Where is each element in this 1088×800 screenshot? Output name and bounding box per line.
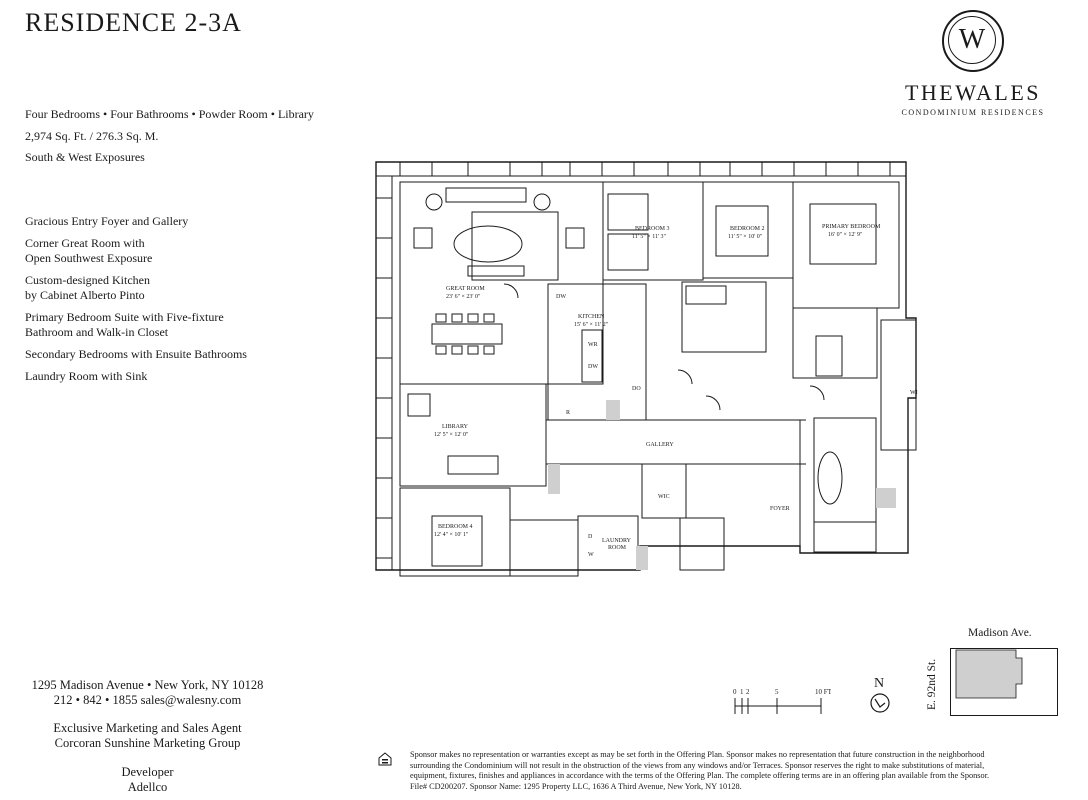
developer-block: Developer Adellco <box>121 765 174 794</box>
keymap-avenue-label: Madison Ave. <box>968 627 1032 639</box>
feature-item: Secondary Bedrooms with Ensuite Bathroom… <box>25 347 247 361</box>
equal-housing-icon <box>378 752 392 766</box>
appliance-w: W <box>588 552 594 558</box>
room-dims-bedroom3: 11' 5" × 11' 3" <box>632 234 667 240</box>
address: 1295 Madison Avenue • New York, NY 10128 <box>31 678 264 692</box>
appliance-r: R <box>566 410 570 416</box>
appliance-wr: WR <box>588 342 598 348</box>
room-label-wic: WIC <box>658 494 670 500</box>
svg-text:5: 5 <box>775 688 779 696</box>
phone-email[interactable]: 212 • 842 • 1855 sales@walesny.com <box>53 693 242 707</box>
room-label-kitchen: KITCHEN <box>578 314 605 320</box>
room-label-bedroom4: BEDROOM 4 <box>438 524 473 530</box>
room-label-bedroom2: BEDROOM 2 <box>730 226 765 232</box>
room-dims-kitchen: 15' 6" × 11' 2" <box>574 322 609 328</box>
contact-block: 1295 Madison Avenue • New York, NY 10128… <box>20 678 275 708</box>
room-dims-library: 12' 5" × 12' 0" <box>434 432 469 438</box>
room-label-great-room: GREAT ROOM <box>446 286 485 292</box>
appliance-d: D <box>588 534 593 540</box>
scale-bar: 0 1 2 5 10 FT <box>733 688 831 714</box>
brand-name: THEWALES <box>904 80 1042 105</box>
agent-block: Exclusive Marketing and Sales Agent Corc… <box>53 721 242 750</box>
room-label-laundry-2: ROOM <box>608 545 627 551</box>
floor-plan: GREAT ROOM 23' 6" × 23' 0" BEDROOM 3 11'… <box>375 161 918 577</box>
key-map <box>950 648 1058 716</box>
spec-exposure: South & West Exposures <box>25 150 145 164</box>
features-list: Gracious Entry Foyer and Gallery Corner … <box>25 214 325 391</box>
appliance-dw: DW <box>556 294 566 300</box>
spec-area: 2,974 Sq. Ft. / 276.3 Sq. M. <box>25 129 159 143</box>
svg-text:N: N <box>874 676 884 691</box>
svg-text:10 FT: 10 FT <box>815 688 831 696</box>
spec-rooms: Four Bedrooms • Four Bathrooms • Powder … <box>25 107 314 121</box>
svg-text:2: 2 <box>746 688 750 696</box>
svg-text:1: 1 <box>740 688 744 696</box>
page-title: RESIDENCE 2-3A <box>25 8 242 37</box>
room-dims-great-room: 23' 6" × 23' 0" <box>446 294 481 300</box>
monogram-icon: W <box>942 10 1004 72</box>
room-label-laundry: LAUNDRY <box>602 538 632 544</box>
legal-disclaimer: Sponsor makes no representation or warra… <box>410 750 990 791</box>
svg-text:0: 0 <box>733 688 737 696</box>
room-dims-bedroom4: 12' 4" × 10' 1" <box>434 532 469 538</box>
room-dims-bedroom2: 11' 5" × 10' 0" <box>728 234 763 240</box>
feature-item: Gracious Entry Foyer and Gallery <box>25 214 189 228</box>
room-label-bedroom3: BEDROOM 3 <box>635 226 670 232</box>
room-label-gallery: GALLERY <box>646 442 674 448</box>
north-compass-icon: N <box>870 676 890 713</box>
room-label-wic-primary: WIC <box>910 390 918 396</box>
feature-item: Laundry Room with Sink <box>25 369 148 383</box>
brand-subtitle: CONDOMINIUM RESIDENCES <box>901 108 1045 117</box>
room-dims-primary: 16' 0" × 12' 9" <box>828 232 863 238</box>
room-label-foyer: FOYER <box>770 506 790 512</box>
appliance-dw-island: DW <box>588 364 598 370</box>
room-label-primary: PRIMARY BEDROOM <box>822 224 881 230</box>
room-label-library: LIBRARY <box>442 424 469 430</box>
appliance-do: DO <box>632 386 641 392</box>
keymap-street-label: E. 92nd St. <box>926 658 938 710</box>
brand-logo: W THEWALES CONDOMINIUM RESIDENCES <box>888 10 1058 117</box>
